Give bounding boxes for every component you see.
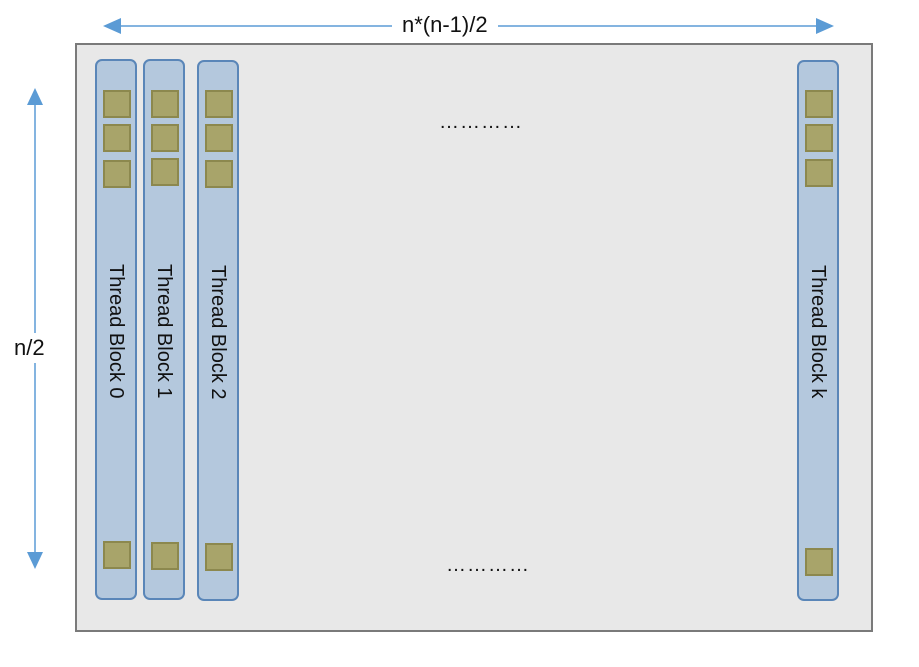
thread-block-0: Thread Block 0 <box>95 59 137 600</box>
height-label: n/2 <box>14 333 45 363</box>
thread-cell <box>103 90 131 118</box>
thread-block-2: Thread Block 2 <box>197 60 239 601</box>
thread-block-label: Thread Block k <box>807 265 829 399</box>
thread-cell <box>805 124 833 152</box>
thread-cell <box>205 124 233 152</box>
thread-block-label: Thread Block 0 <box>105 264 127 399</box>
thread-block-label: Thread Block 1 <box>153 264 175 399</box>
width-label: n*(n-1)/2 <box>392 14 498 36</box>
thread-cell <box>205 160 233 188</box>
thread-cell <box>151 542 179 570</box>
thread-cell <box>205 543 233 571</box>
ellipsis-top: ………… <box>439 111 523 133</box>
thread-cell <box>103 124 131 152</box>
thread-cell <box>205 90 233 118</box>
thread-cell <box>151 90 179 118</box>
thread-block-k: Thread Block k <box>797 60 839 601</box>
thread-cell <box>805 90 833 118</box>
thread-cell <box>103 160 131 188</box>
thread-cell <box>805 548 833 576</box>
thread-block-label: Thread Block 2 <box>207 265 229 400</box>
thread-cell <box>805 159 833 187</box>
thread-cell <box>151 124 179 152</box>
thread-cell <box>103 541 131 569</box>
thread-block-1: Thread Block 1 <box>143 59 185 600</box>
ellipsis-bottom: ………… <box>446 554 530 576</box>
thread-cell <box>151 158 179 186</box>
height-arrow <box>27 88 43 569</box>
